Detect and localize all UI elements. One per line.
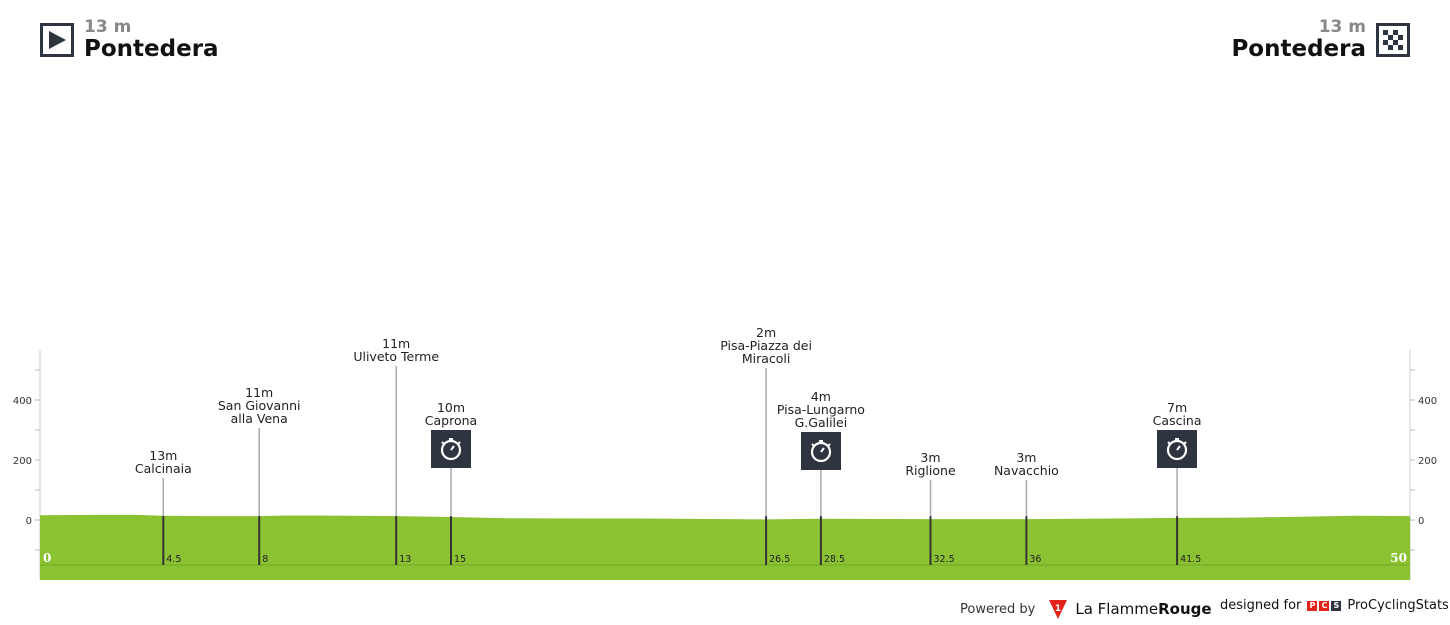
start-altitude: 13 m [84,17,132,37]
powered-by: Powered by 1 La FlammeRouge [960,598,1212,620]
start-header: 13 m Pontedera [40,18,219,62]
brand-bold: Rouge [1158,600,1212,618]
marker-name: Cascina [1152,413,1202,428]
play-flag-icon [40,23,74,57]
powered-by-label: Powered by [960,601,1036,617]
marker-altitude: 4m [810,389,831,404]
marker-altitude: 11m [382,336,411,351]
marker-altitude: 10m [436,400,466,415]
start-name: Pontedera [84,36,219,62]
marker-altitude: 11m [245,385,274,400]
marker-name: G.Galilei [794,415,848,430]
marker-km-label: 26.5 [769,554,790,565]
svg-text:1: 1 [1055,604,1061,614]
marker-altitude: 3m [920,450,941,465]
y-tick-label-right: 200 [1418,456,1437,467]
marker-km-label: 13 [399,554,411,565]
y-tick-label-left: 200 [13,456,32,467]
finish-altitude: 13 m [1318,17,1366,37]
y-tick-label-left: 400 [13,396,32,407]
marker-name: alla Vena [230,411,288,426]
marker-name: Caprona [424,413,478,428]
x-label-end: 50 [1390,551,1407,565]
stopwatch-icon [431,430,471,468]
finish-name: Pontedera [1231,36,1366,62]
marker-km-label: 32.5 [934,554,955,565]
pcs-name: ProCyclingStats [1347,598,1449,613]
marker-km-label: 15 [454,554,466,565]
marker-altitude: 13m [149,448,178,463]
marker-altitude: 2m [756,325,777,340]
stopwatch-icon [1157,430,1198,468]
marker-name: Navacchio [993,463,1059,478]
marker-km-label: 28.5 [824,554,845,565]
la-flamme-rouge-logo-icon: 1 [1049,600,1068,619]
checkered-flag-icon [1376,23,1410,57]
designed-for-label: designed for [1220,598,1302,613]
marker-altitude: 7m [1167,400,1188,415]
y-tick-label-right: 400 [1418,396,1437,407]
marker-altitude: 3m [1016,450,1037,465]
elevation-area [40,514,1410,580]
y-tick-label-left: 0 [26,516,32,527]
marker-name: Pisa-Piazza dei [720,338,812,353]
marker-km-label: 4.5 [166,554,181,565]
marker-name: Uliveto Terme [353,349,440,364]
marker-name: Calcinaia [134,461,192,476]
stopwatch-icon [800,432,841,470]
finish-header: 13 m Pontedera [1231,18,1410,62]
marker-name: Pisa-Lungarno [776,402,865,417]
marker-name: Miracoli [741,351,791,366]
marker-km-label: 36 [1029,554,1041,565]
y-tick-label-right: 0 [1418,516,1424,527]
x-label-start: 0 [43,551,51,565]
marker-name: Riglione [905,463,956,478]
brand-lead: La Flamme [1075,600,1159,618]
marker-km-label: 41.5 [1180,554,1201,565]
marker-km-label: 8 [262,554,268,565]
marker-name: San Giovanni [217,398,301,413]
